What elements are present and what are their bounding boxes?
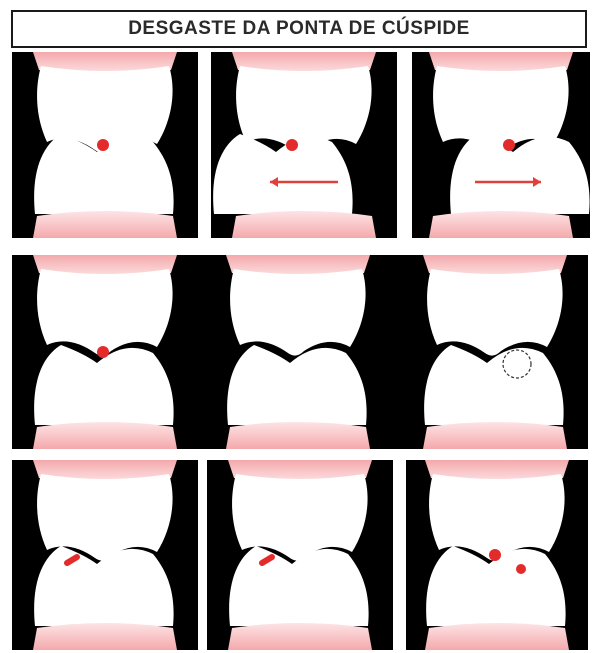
tooth-illustration [205, 255, 391, 449]
tooth-illustration [207, 460, 393, 650]
tooth-illustration [406, 460, 588, 650]
tooth-illustration [402, 255, 588, 449]
tooth-illustration [12, 460, 198, 650]
lower-gum [232, 211, 376, 238]
tooth-illustration [12, 52, 198, 238]
lower-tooth [213, 134, 352, 214]
panel-r2-c2 [205, 255, 391, 449]
panel-r1-c1 [12, 52, 198, 238]
contact-point [286, 139, 298, 151]
contact-point [489, 549, 501, 561]
upper-tooth [429, 474, 565, 561]
upper-tooth [37, 269, 173, 356]
title-bar: DESGASTE DA PONTA DE CÚSPIDE [11, 10, 587, 48]
panel-r3-c2 [207, 460, 393, 650]
lower-gum [33, 422, 177, 449]
panel-r2-c1 [12, 255, 198, 449]
lower-gum [425, 623, 569, 650]
upper-tooth [230, 269, 366, 356]
lower-tooth [424, 345, 563, 425]
lower-gum [33, 623, 177, 650]
upper-tooth [427, 269, 563, 356]
contact-point [97, 346, 109, 358]
lower-gum [33, 211, 177, 238]
panel-r1-c3 [412, 52, 590, 238]
contact-point [503, 139, 515, 151]
tooth-illustration [412, 52, 590, 238]
tooth-illustration [211, 52, 397, 238]
lower-gum [226, 422, 370, 449]
upper-tooth [232, 474, 368, 561]
lower-tooth [450, 134, 589, 214]
lower-gum [228, 623, 372, 650]
upper-tooth [37, 474, 173, 561]
panel-r1-c2 [211, 52, 397, 238]
contact-point [97, 139, 109, 151]
panel-r3-c1 [12, 460, 198, 650]
panel-r3-c3 [406, 460, 588, 650]
tooth-illustration [12, 255, 198, 449]
diagram-title: DESGASTE DA PONTA DE CÚSPIDE [128, 18, 470, 40]
lower-gum [429, 211, 573, 238]
lower-gum [423, 422, 567, 449]
contact-point-secondary [516, 564, 526, 574]
lower-tooth [227, 345, 366, 425]
panel-r2-c3 [402, 255, 588, 449]
